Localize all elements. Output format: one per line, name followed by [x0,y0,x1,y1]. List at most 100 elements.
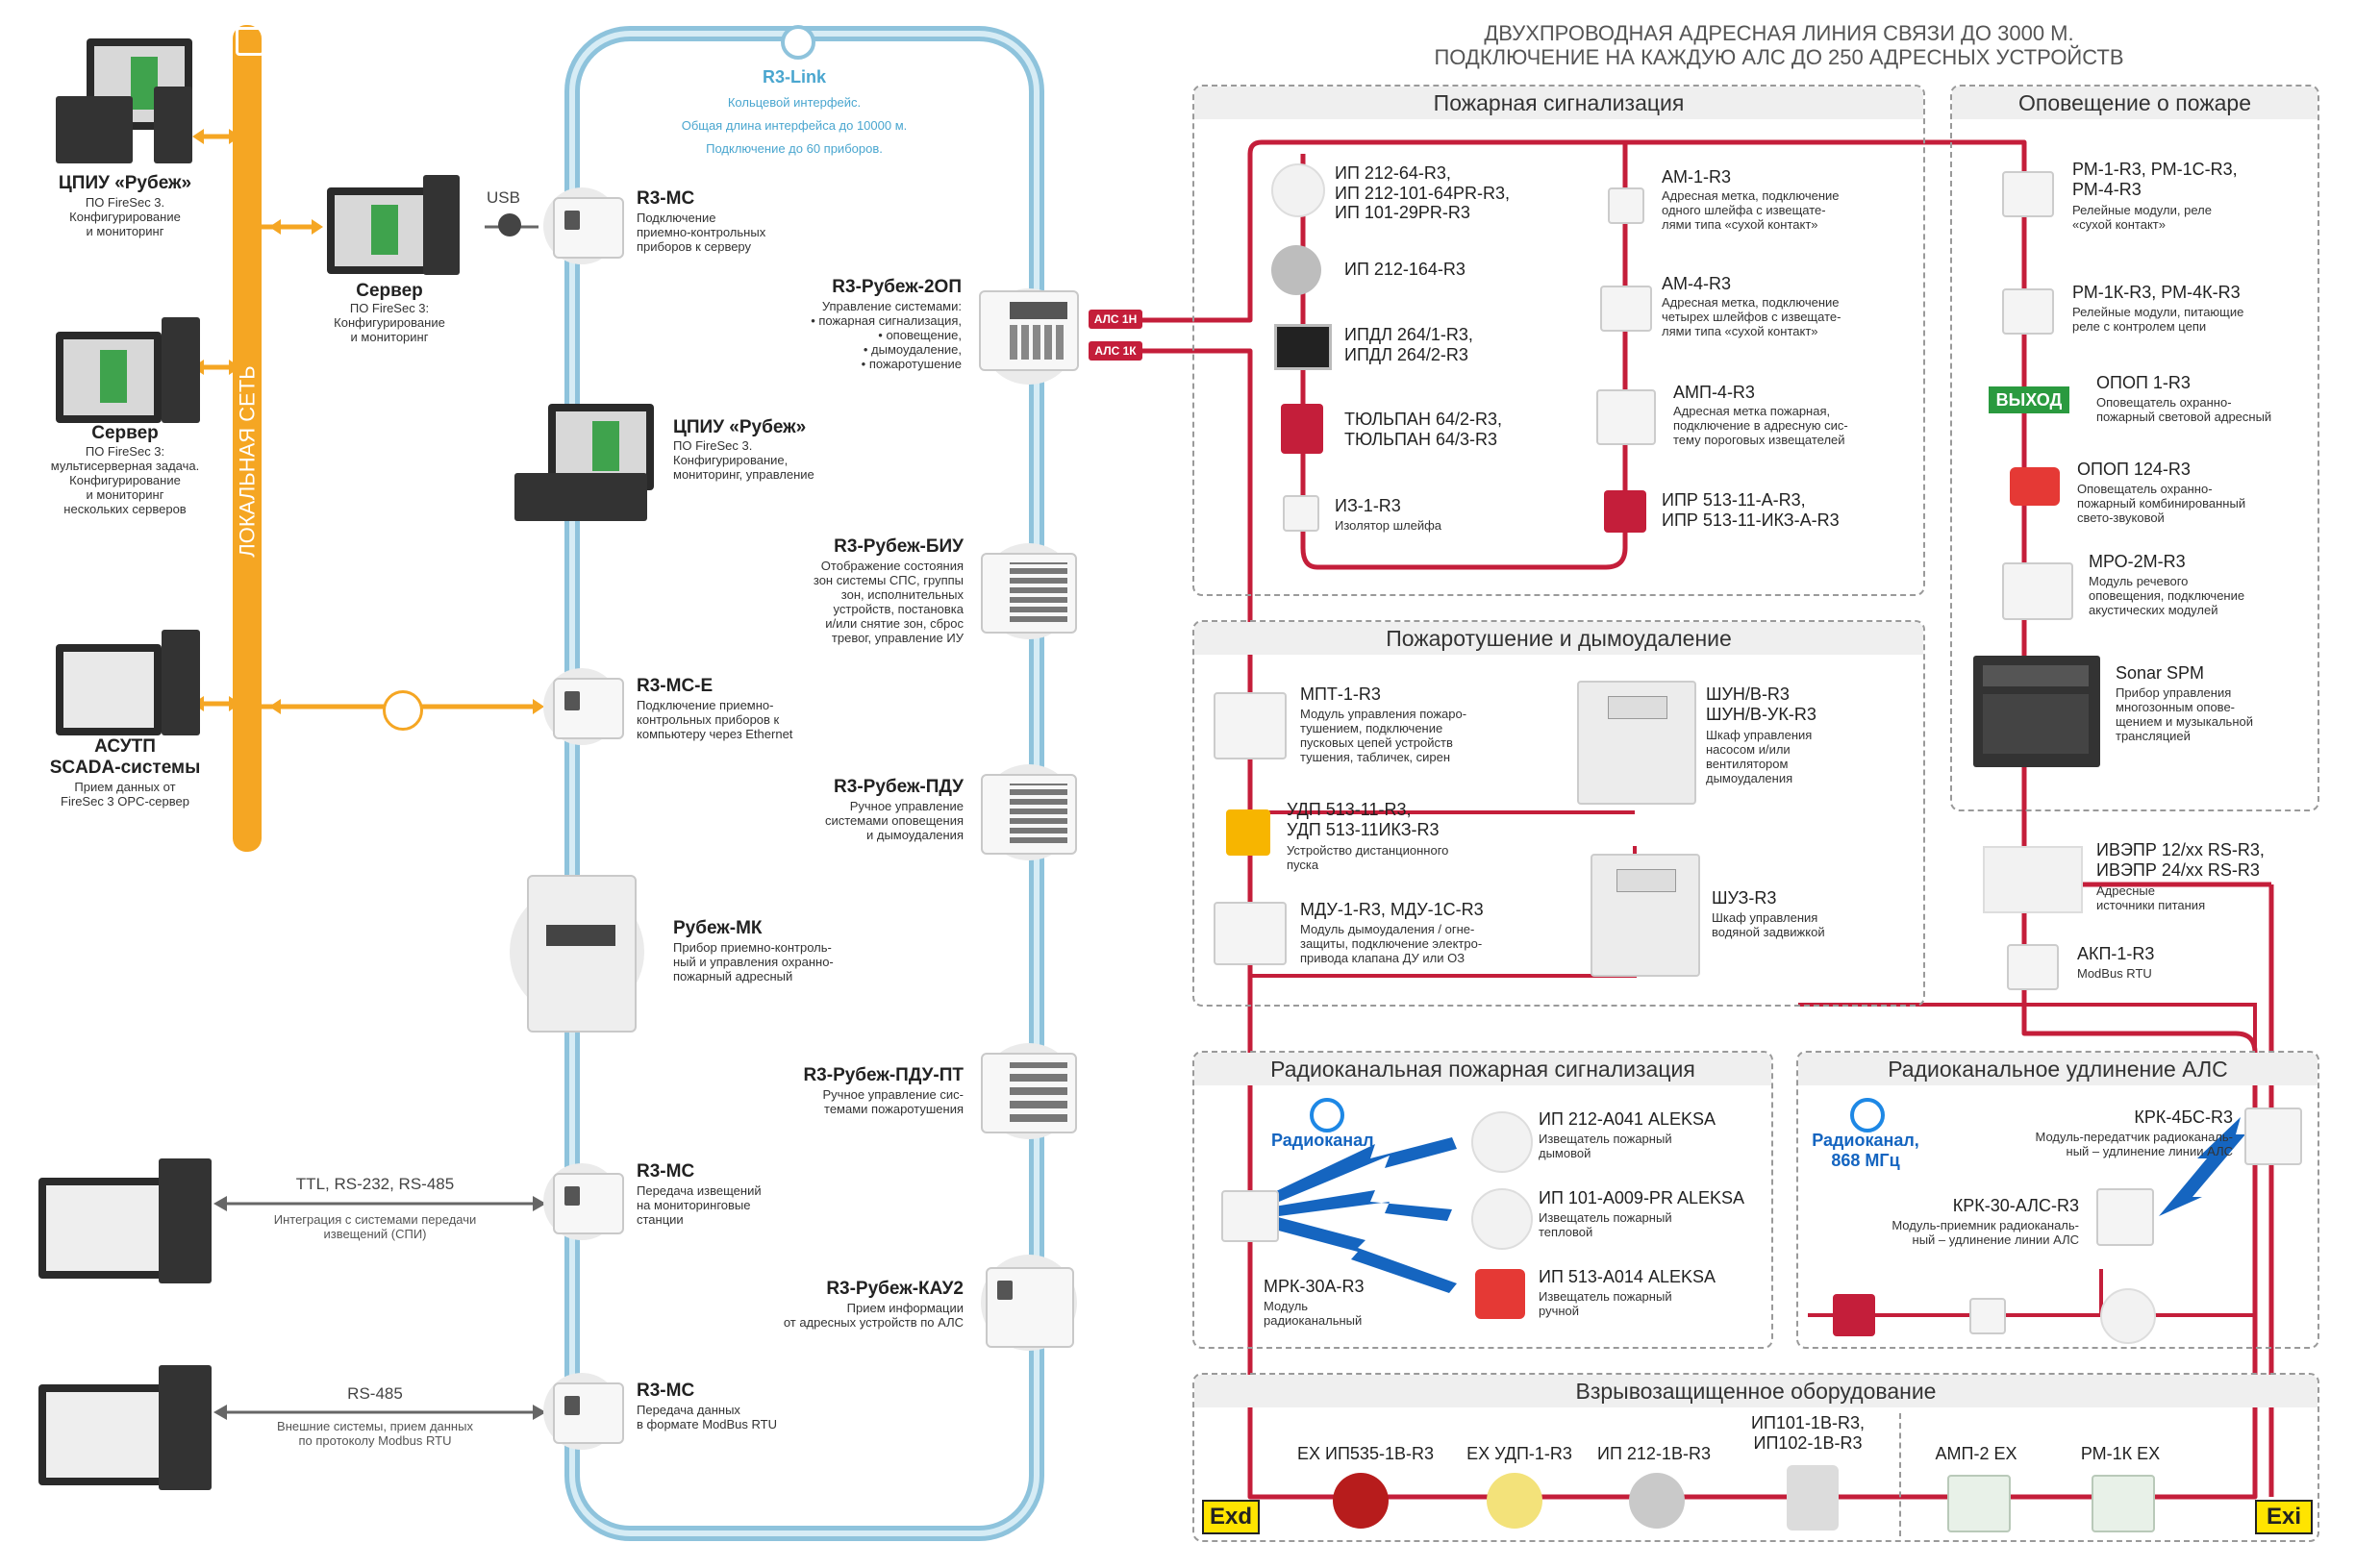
biu-device[interactable] [981,553,1077,634]
amp4-icon [1596,389,1656,445]
rm1k-title: РМ-1К-R3, РМ-4К-R3 [2072,283,2241,302]
ring-desc-1: Кольцевой интерфейс. [727,95,862,110]
opop1-desc: Оповещатель охранно- пожарный световой а… [2096,395,2272,424]
r3mc-e-device[interactable] [553,678,624,739]
akp-title: АКП-1-R3 [2077,944,2155,963]
rubezh-mk-cabinet [527,875,637,1033]
tulpan-icon [1281,404,1323,454]
ivepr-device [1983,846,2083,913]
krk4-device [2244,1108,2302,1165]
ivepr-title: ИВЭПР 12/хх RS-R3, ИВЭПР 24/хх RS-R3 [2096,840,2265,880]
rm1k-icon [2002,288,2054,335]
ring-desc-2: Общая длина интерфейса до 10000 м. [681,118,908,133]
ip212-164-title: ИП 212-164-R3 [1344,260,1466,279]
ip212-164-icon [1271,245,1321,295]
aleksa3-desc: Извещатель пожарный ручной [1539,1289,1672,1318]
exi-badge: Exi [2255,1500,2313,1534]
pdu-device[interactable] [981,774,1077,855]
spi-label: TTL, RS-232, RS-485 [295,1175,455,1193]
mdu-desc: Модуль дымоудаления / огне- защиты, подк… [1300,922,1483,965]
server-multi-desc: ПО FireSec 3: мультисерверная задача. Ко… [50,444,200,516]
ex-item-5: АМП-2 EX [1935,1444,2017,1463]
shuz-cabinet [1591,854,1700,977]
shuz-title: ШУЗ-R3 [1712,888,1777,908]
ring-sync-icon [781,25,815,60]
r3mc-1-desc: Подключение приемно-контрольных приборов… [637,211,766,254]
am1-title: АМ-1-R3 [1662,167,1732,187]
radio-ext-label: Радиоканал, 868 МГц [1812,1131,1919,1170]
aleksa2-desc: Извещатель пожарный тепловой [1539,1210,1672,1239]
iz1-desc: Изолятор шлейфа [1335,518,1442,533]
aleksa1-title: ИП 212-А041 ALEKSA [1539,1109,1716,1129]
tulpan-title: ТЮЛЬПАН 64/2-R3, ТЮЛЬПАН 64/3-R3 [1344,410,1502,449]
ex-item-4: ИП101-1В-R3, ИП102-1В-R3 [1751,1413,1865,1453]
mro-icon [2002,562,2073,620]
header-line-1: ДВУХПРОВОДНАЯ АДРЕСНАЯ ЛИНИЯ СВЯЗИ ДО 30… [1484,21,2074,45]
r3mc-1-device[interactable] [553,197,624,259]
ex-ip212-icon [1629,1473,1685,1529]
ex-amp2-icon [1947,1475,2011,1532]
rubezh-2op-desc: Управление системами: • пожарная сигнали… [811,299,962,371]
opop124-desc: Оповещатель охранно- пожарный комбиниров… [2077,482,2246,525]
ex-item-3: ИП 212-1В-R3 [1597,1444,1711,1463]
akp-desc: ModBus RTU [2077,966,2152,981]
extinguish-panel: Пожаротушение и дымоудаление [1192,620,1925,1007]
als-1k-tag: АЛС 1К [1089,341,1142,361]
amp4-title: АМП-4-R3 [1673,383,1755,402]
exit-sign: ВЫХОД [1989,386,2069,413]
header-line-2: ПОДКЛЮЧЕНИЕ НА КАЖДУЮ АЛС ДО 250 АДРЕСНЫ… [1434,45,2124,69]
amp4-desc: Адресная метка пожарная, подключение в а… [1673,404,1848,447]
aleksa-manual-icon [1475,1269,1525,1319]
modbus-desc: Внешние системы, прием данных по протоко… [277,1419,473,1448]
krk4-title: КРК-4БС-R3 [2134,1108,2233,1127]
r3mc-2-device[interactable] [553,1173,624,1234]
lan-bar [233,25,262,852]
usb-label: USB [487,188,520,207]
shun-cabinet [1577,681,1696,805]
iz1-icon [1283,495,1319,532]
opop1-title: ОПОП 1-R3 [2096,373,2191,392]
pdu-pt-device[interactable] [981,1053,1077,1133]
opop124-title: ОПОП 124-R3 [2077,460,2191,479]
radio-ext-panel: Радиоканальное удлинение АЛС [1796,1051,2319,1349]
r3mc-3-title: R3-МС [637,1381,695,1401]
r3mc-3-device[interactable] [553,1382,624,1444]
sonar-device [1973,656,2100,767]
r3mc-1-title: R3-МС [637,188,695,209]
sonar-desc: Прибор управления многозонным опове- щен… [2116,685,2253,743]
rm1-icon [2002,171,2054,217]
aleksa1-desc: Извещатель пожарный дымовой [1539,1132,1672,1160]
server-title: Сервер [356,281,423,301]
cpiu-top-title: ЦПИУ «Рубеж» [58,173,192,193]
radio-alarm-panel: Радиоканальная пожарная сигнализация [1192,1051,1773,1349]
udp-icon [1226,809,1270,856]
mrk30a-desc: Модуль радиоканальный [1264,1299,1363,1328]
krk30-desc: Модуль-приемник радиоканаль- ный – удлин… [1892,1218,2079,1247]
usb-icon [498,213,521,236]
rm1-title: РМ-1-R3, РМ-1С-R3, РМ-4-R3 [2072,160,2238,199]
biu-title: R3-Рубеж-БИУ [834,536,964,557]
r3mc-e-title: R3-МС-Е [637,676,714,696]
notify-panel: Оповещение о пожаре [1950,85,2319,811]
pdu-desc: Ручное управление системами оповещения и… [824,799,964,842]
ipr-icon [1604,490,1646,533]
server-multi-title: Сервер [91,423,159,443]
ipdl-title: ИПДЛ 264/1-R3, ИПДЛ 264/2-R3 [1344,325,1473,364]
mrk30a-title: МРК-30А-R3 [1264,1277,1365,1296]
sonar-title: Sonar SPM [2116,663,2205,683]
rubezh-2op-device[interactable] [979,290,1079,371]
rm1k-desc: Релейные модули, питающие реле с контрол… [2072,305,2244,334]
akp-icon [2007,944,2059,990]
krk30-device [2096,1188,2154,1246]
mdu-icon [1214,902,1287,965]
mrk30a-device [1221,1190,1279,1242]
udp-desc: Устройство дистанционного пуска [1287,843,1449,872]
modbus-label: RS-485 [347,1384,403,1403]
am1-icon [1608,187,1644,224]
cpiu-desc: ПО FireSec 3. Конфигурирование, монитори… [673,438,814,482]
radio-alarm-title: Радиоканальная пожарная сигнализация [1194,1053,1771,1085]
ex-ip535-icon [1333,1473,1389,1529]
kau2-device[interactable] [986,1267,1074,1348]
shun-desc: Шкаф управления насосом и/или вентилятор… [1706,728,1813,785]
krk4-desc: Модуль-передатчик радиоканаль- ный – удл… [2035,1130,2233,1158]
